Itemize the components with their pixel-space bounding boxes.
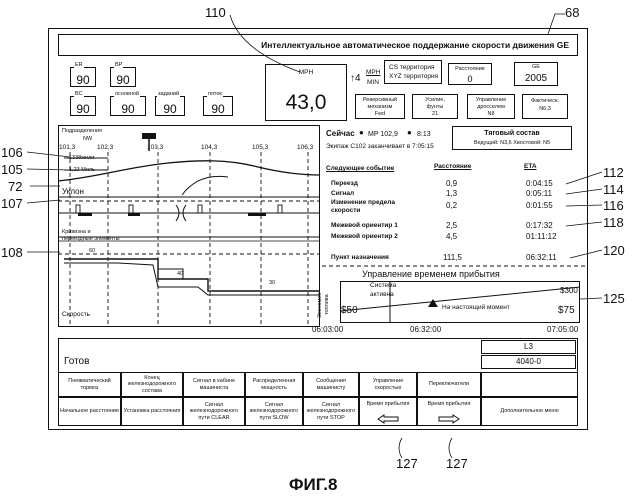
arrival-side-label: топлива [325, 294, 331, 315]
softkey-initial-distance[interactable]: Начальное расстояние [58, 397, 121, 426]
softkey-end-of-train[interactable]: Конец железнодорожного состава [121, 372, 183, 397]
softkey-empty[interactable] [481, 372, 578, 397]
arrival-time: 06:03:00 [312, 326, 343, 334]
arrival-top-value: $300 [560, 287, 578, 295]
arrival-right-value: $75 [558, 306, 575, 316]
system-status: активна [370, 292, 394, 299]
softkey-more-menu[interactable]: Дополнительное меню [481, 397, 578, 426]
figure-caption: ФИГ.8 [289, 476, 337, 493]
softkey-cab-signal[interactable]: Сигнал в кабине машиниста [183, 372, 245, 397]
softkey-air-brake[interactable]: Пневматический тормоз [58, 372, 121, 397]
locomotive-code: L3 [481, 340, 576, 354]
softkey-set-distance[interactable]: Установка расстояния [121, 397, 183, 426]
current-marker [428, 299, 438, 307]
current-moment: На настоящий момент [442, 305, 510, 312]
arrival-title: Управление временем прибытия [362, 270, 500, 279]
softkey-messages[interactable]: Сообщения машинисту [303, 372, 359, 397]
softkey-speed-control[interactable]: Управление скоростью [359, 372, 417, 397]
softkey-distributed-power[interactable]: Распределенная мощность [245, 372, 303, 397]
softkey-switches[interactable]: Переключатели [417, 372, 481, 397]
ready-status: Готов [64, 357, 89, 367]
locomotive-number: 4040-0 [481, 355, 576, 369]
arrival-time: 07:05:00 [547, 326, 578, 334]
softkey-signal-stop[interactable]: Сигнал железнодорожного пути STOP [303, 397, 359, 426]
arrival-side-label: Экономия [318, 293, 324, 318]
arrow-left-icon[interactable] [377, 414, 399, 424]
softkey-label: Время прибытия [367, 401, 410, 407]
arrival-time: 06:32:00 [410, 326, 441, 334]
arrival-left-value: $50 [341, 306, 358, 316]
arrow-right-icon[interactable] [438, 414, 460, 424]
softkey-signal-clear[interactable]: Сигнал железнодорожного пути CLEAR [183, 397, 245, 426]
softkey-signal-slow[interactable]: Сигнал железнодорожного пути SLOW [245, 397, 303, 426]
system-status: Система [370, 283, 396, 290]
softkey-label: Время прибытия [428, 401, 471, 407]
